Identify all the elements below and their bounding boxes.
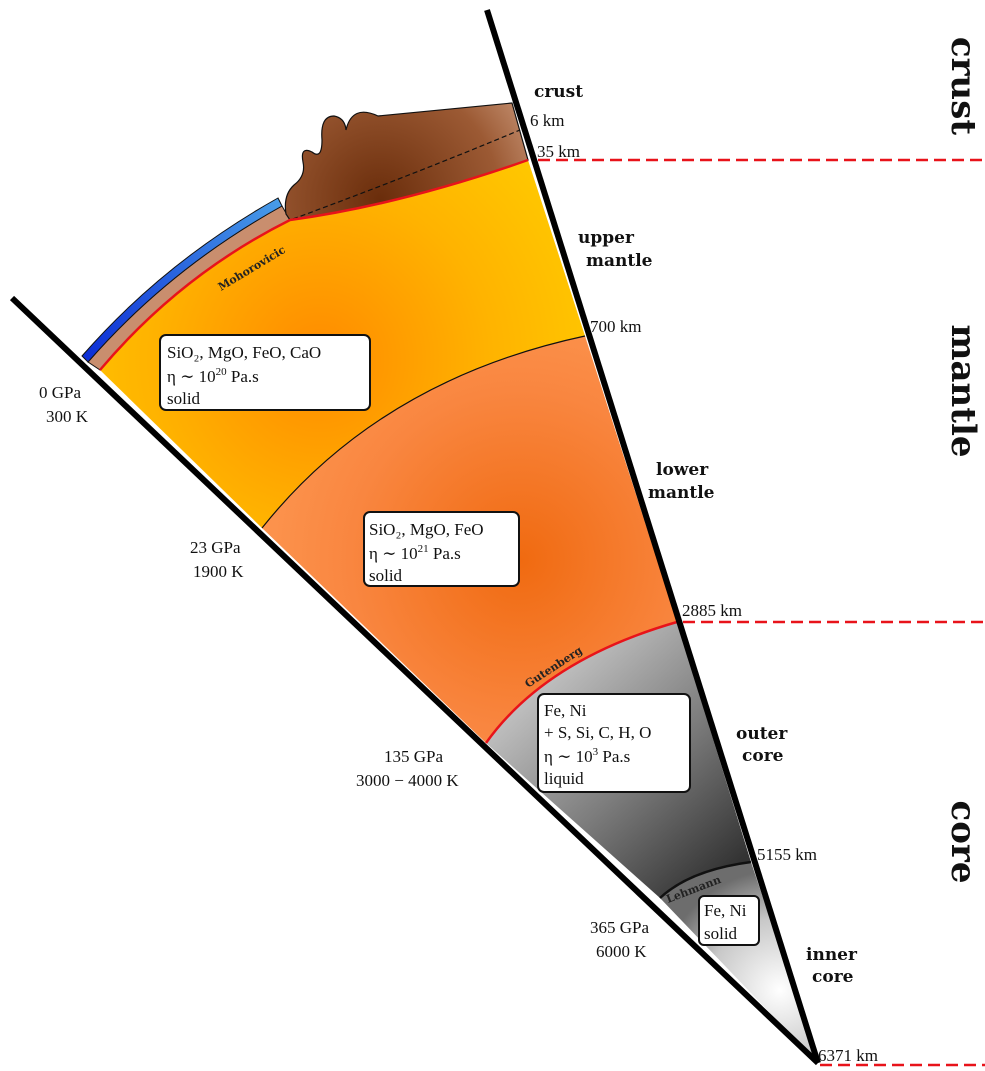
outer-core-viscosity: η ∼ 103 Pa.s: [544, 746, 630, 766]
layer-label-lower-mantle-2: mantle: [648, 483, 715, 503]
upper-mantle-temperature: 1900 K: [193, 562, 244, 581]
layer-label-crust: crust: [534, 82, 583, 102]
right-edge-line: [484, 9, 821, 1064]
upper-mantle-composition-box: [159, 334, 371, 411]
depth-label-700km: 700 km: [590, 317, 641, 336]
outer-core-state: liquid: [544, 769, 584, 788]
upper-mantle-viscosity: η ∼ 1020 Pa.s: [167, 366, 259, 386]
depth-label-6km: 6 km: [530, 111, 564, 130]
cmb-temperature: 3000 − 4000 K: [356, 771, 459, 790]
inner-core-composition-box: [698, 895, 760, 946]
layer-label-inner-core-2: core: [812, 967, 854, 987]
layer-label-outer-core-2: core: [742, 746, 784, 766]
upper-mantle-state: solid: [167, 389, 201, 408]
ocean-band: [81, 197, 283, 363]
upper-mantle-composition: SiO₂, MgO, FeO, CaO: [167, 343, 321, 362]
lehmann-boundary: [659, 860, 752, 899]
lower-mantle-state: solid: [369, 566, 403, 585]
gutenberg-boundary: [484, 620, 678, 744]
cmb-pressure: 135 GPa: [384, 747, 443, 766]
lower-mantle-composition: SiO₂, MgO, FeO: [369, 520, 484, 539]
layer-label-inner-core-1: inner: [806, 945, 858, 965]
depth-label-2885km: 2885 km: [682, 601, 742, 620]
inner-core-composition: Fe, Ni: [704, 901, 747, 920]
side-label-mantle: mantle: [943, 325, 983, 458]
depth-label-6371km: 6371 km: [818, 1046, 878, 1065]
surface-temperature: 300 K: [46, 407, 89, 426]
moho-boundary: [99, 158, 529, 371]
inner-core-state: solid: [704, 924, 738, 943]
layer-label-lower-mantle-1: lower: [656, 460, 709, 480]
upper-mantle-pressure: 23 GPa: [190, 538, 241, 557]
icb-pressure: 365 GPa: [590, 918, 649, 937]
side-label-core: core: [943, 801, 983, 884]
crust-6km-dashed-line: [292, 129, 521, 220]
outer-core-composition-box: [537, 693, 691, 793]
lower-mantle-composition-box: [363, 511, 520, 587]
layer-label-outer-core-1: outer: [736, 724, 788, 744]
surface-pressure: 0 GPa: [39, 383, 81, 402]
outer-core-composition-2: + S, Si, C, H, O: [544, 723, 651, 742]
outer-core-composition-1: Fe, Ni: [544, 701, 587, 720]
depth-label-5155km: 5155 km: [757, 845, 817, 864]
left-edge-line: [9, 295, 821, 1066]
icb-temperature: 6000 K: [596, 942, 647, 961]
depth-label-35km: 35 km: [537, 142, 580, 161]
lower-mantle-viscosity: η ∼ 1021 Pa.s: [369, 543, 461, 563]
side-label-crust: crust: [943, 37, 983, 135]
layer-label-upper-mantle-1: upper: [578, 228, 635, 248]
boundary-700km: [261, 335, 586, 529]
layer-label-upper-mantle-2: mantle: [586, 251, 653, 271]
